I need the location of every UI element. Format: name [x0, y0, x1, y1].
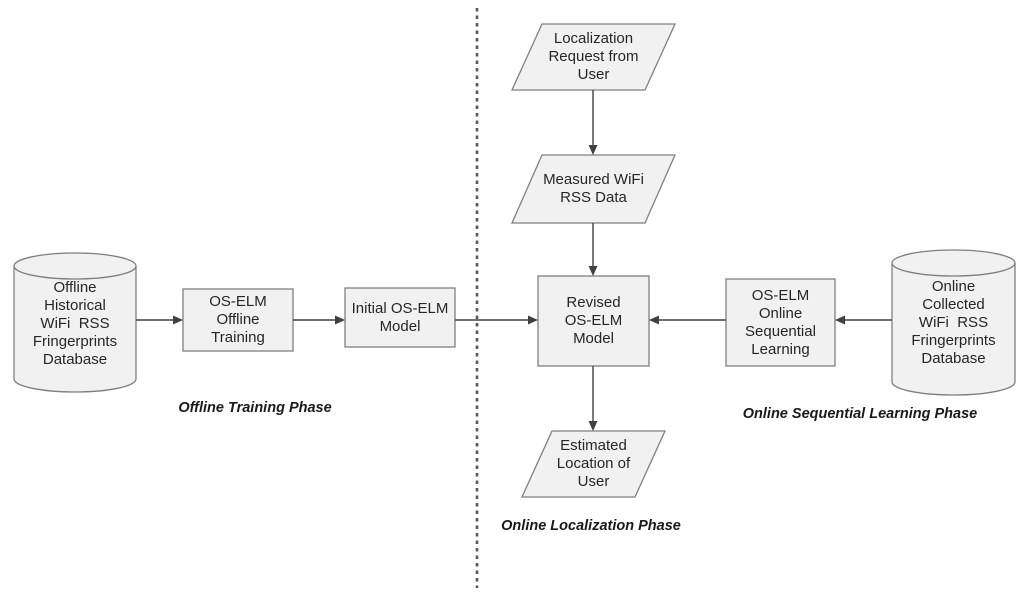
offline-training-phase-label: Offline Training Phase: [178, 400, 332, 416]
arrow-revised-model-to-estimated-location: [588, 366, 598, 431]
arrow-online-learning-to-revised-model: [649, 315, 726, 325]
offline-training-box-shape: [182, 288, 294, 352]
estimated-location-parallelogram-shape: [520, 430, 667, 498]
arrow-online-db-to-online-learning: [835, 315, 892, 325]
arrow-request-to-measured-rss: [588, 90, 598, 155]
offline-db-cylinder-shape: [13, 252, 137, 393]
arrow-measured-rss-to-revised-model: [588, 223, 598, 276]
localization-request-parallelogram-shape: [510, 23, 677, 91]
online-sequential-phase-label: Online Sequential Learning Phase: [742, 406, 978, 422]
online-localization-phase-label: Online Localization Phase: [501, 518, 681, 534]
arrow-training-to-initial-model: [293, 315, 345, 325]
arrow-initial-model-to-revised-model: [455, 315, 538, 325]
online-db-cylinder-shape: [891, 249, 1016, 396]
arrow-offline-db-to-training: [136, 315, 183, 325]
revised-model-box-shape: [537, 275, 650, 367]
online-learning-box-shape: [725, 278, 836, 367]
measured-rss-parallelogram-shape: [511, 154, 676, 224]
initial-model-box-shape: [344, 287, 456, 348]
